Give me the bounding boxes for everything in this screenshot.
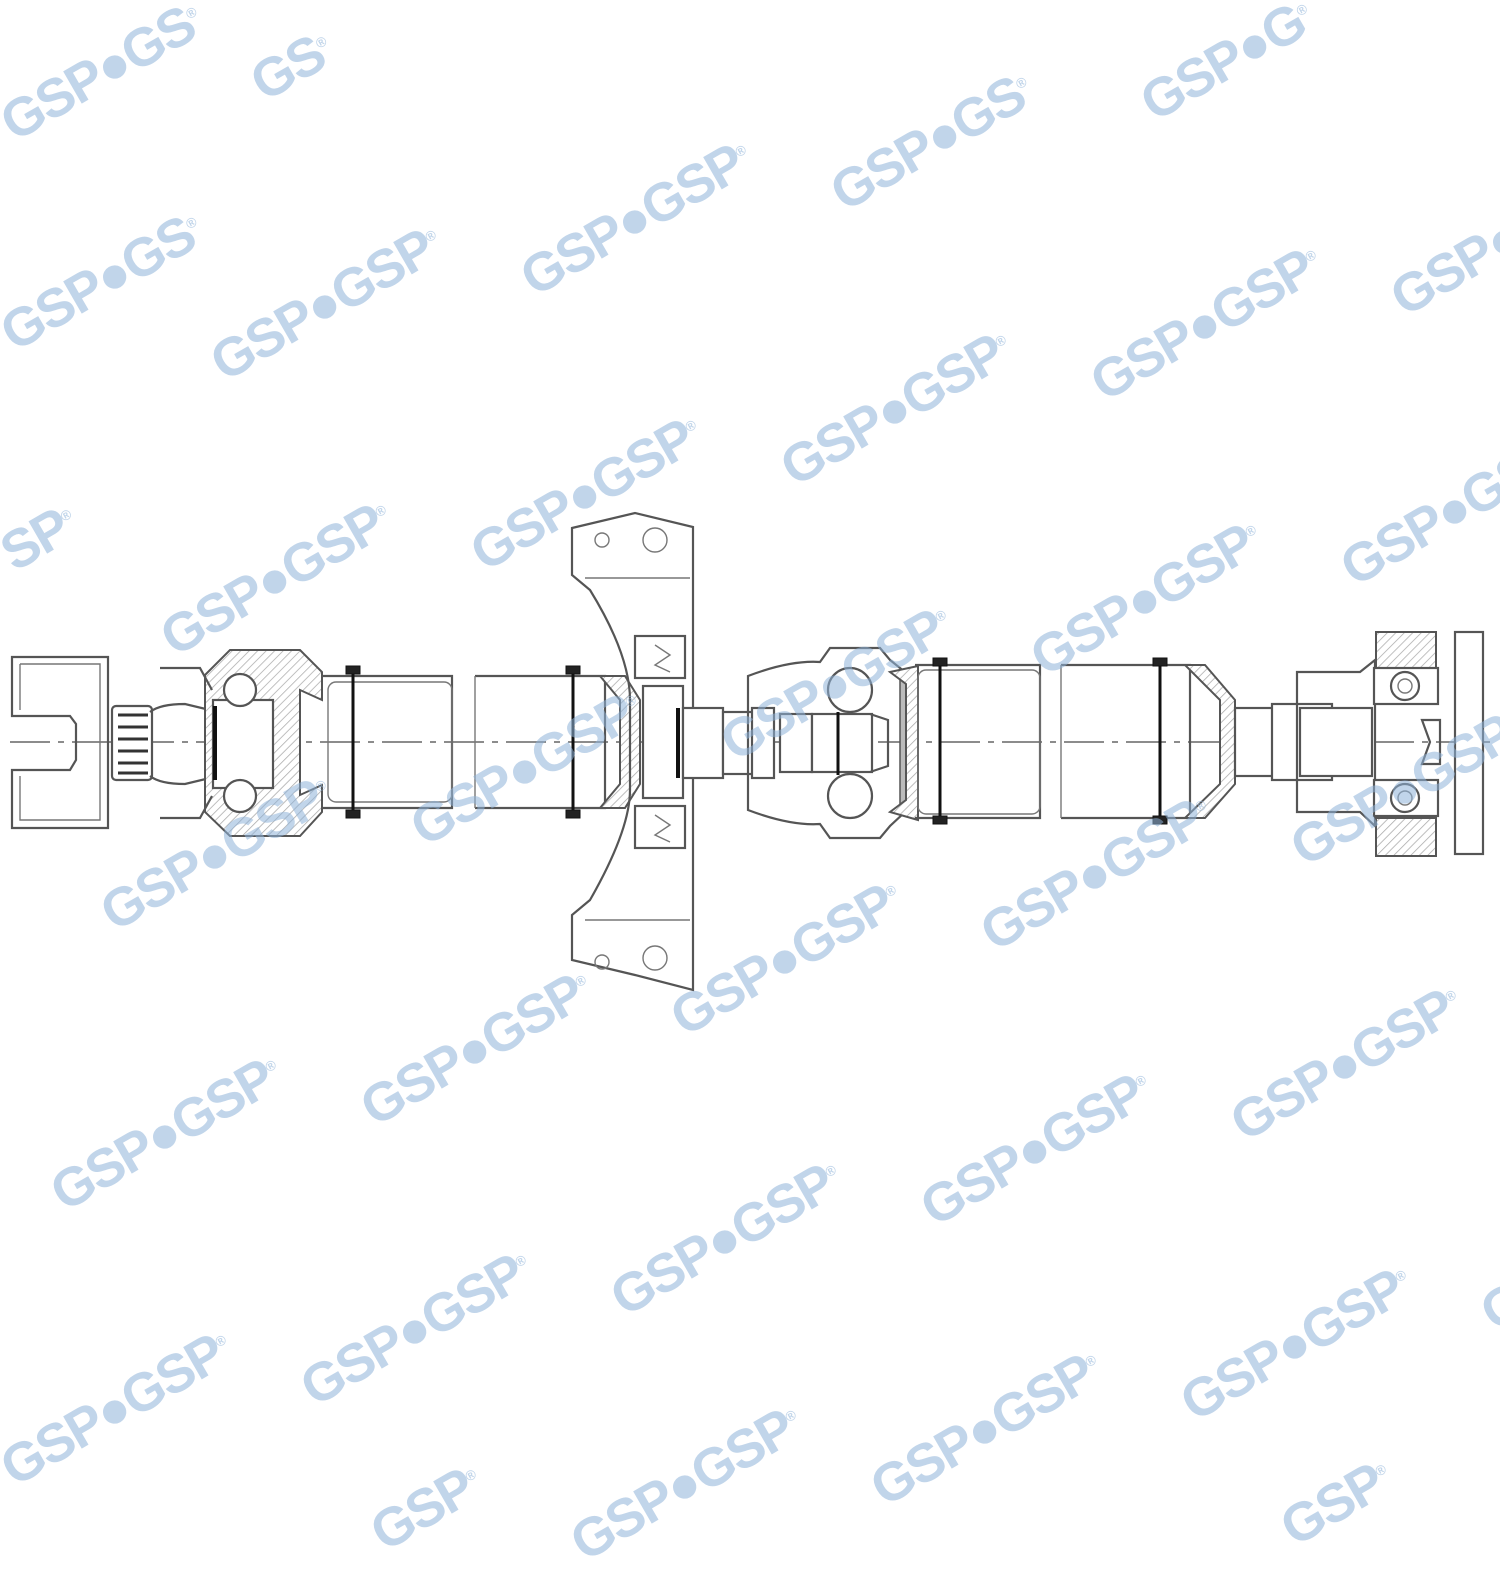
rear-flange-plate <box>1455 632 1483 854</box>
rear-joint <box>1235 632 1440 856</box>
cv-joint-left <box>160 650 322 836</box>
tube-4 <box>1061 658 1235 824</box>
splined-shaft <box>112 704 210 784</box>
universal-joint-center <box>748 648 918 838</box>
center-bearing <box>572 513 753 990</box>
tube-3 <box>915 658 1040 824</box>
driveshaft-drawing <box>0 0 1500 1500</box>
